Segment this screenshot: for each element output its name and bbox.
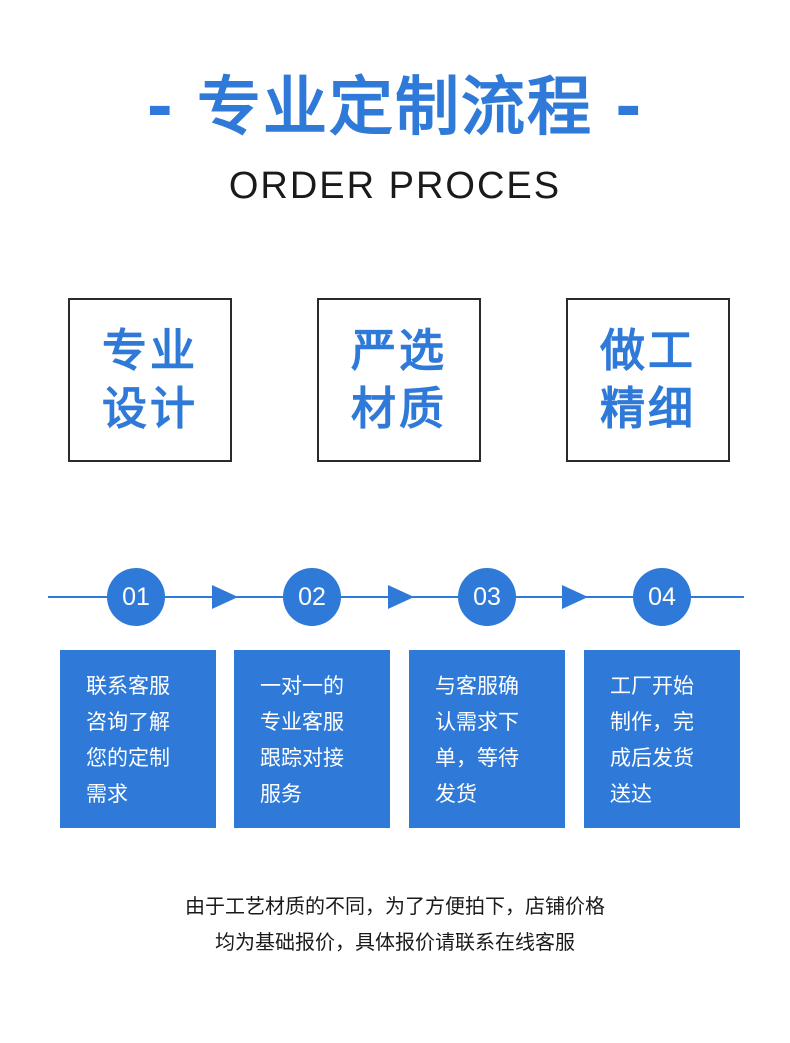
step-number-badge: 01: [107, 568, 165, 626]
feature-line-1: 做工: [599, 324, 696, 377]
page-subtitle: ORDER PROCES: [228, 165, 562, 207]
feature-line-2: 设计: [101, 382, 198, 435]
pricing-note: 由于工艺材质的不同，为了方便拍下，店铺价格 均为基础报价，具体报价请联系在线客服: [0, 888, 790, 960]
step-card-contact: 联系客服 咨询了解 您的定制 需求: [60, 650, 216, 828]
title-dash-left: -: [146, 71, 175, 145]
feature-line-1: 专业: [101, 324, 198, 377]
arrow-right-icon: [212, 585, 238, 609]
feature-line-2: 精细: [599, 382, 696, 435]
title-dash-right: -: [615, 71, 644, 145]
pricing-note-line-2: 均为基础报价，具体报价请联系在线客服: [215, 930, 575, 954]
page-title: -专业定制流程-: [0, 58, 790, 158]
step-card-order: 与客服确 认需求下 单，等待 发货: [409, 650, 565, 828]
arrow-right-icon: [388, 585, 414, 609]
arrow-right-icon: [562, 585, 588, 609]
step-number-badge: 03: [458, 568, 516, 626]
feature-box-material: 严选 材质: [317, 298, 481, 462]
title-text: 专业定制流程: [197, 71, 593, 145]
step-number-badge: 02: [283, 568, 341, 626]
pricing-note-line-1: 由于工艺材质的不同，为了方便拍下，店铺价格: [185, 894, 605, 918]
feature-line-2: 材质: [350, 382, 447, 435]
step-number-badge: 04: [633, 568, 691, 626]
feature-box-workmanship: 做工 精细: [566, 298, 730, 462]
feature-box-design: 专业 设计: [68, 298, 232, 462]
step-card-service: 一对一的 专业客服 跟踪对接 服务: [234, 650, 390, 828]
feature-line-1: 严选: [350, 324, 447, 377]
step-card-delivery: 工厂开始 制作，完 成后发货 送达: [584, 650, 740, 828]
